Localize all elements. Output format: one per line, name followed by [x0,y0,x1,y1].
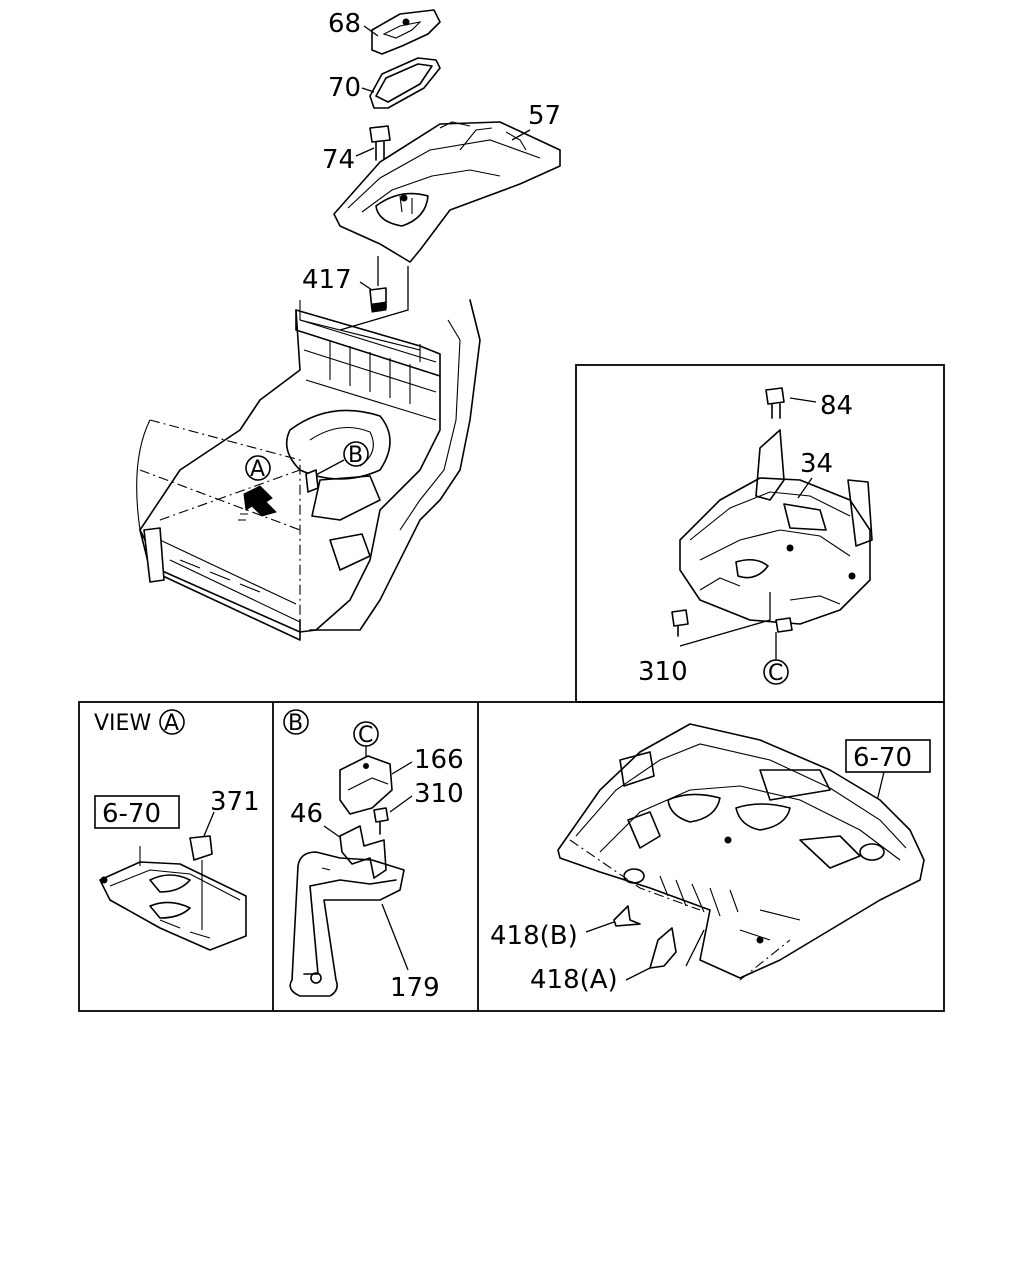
vehicle-floor-assembly [136,299,481,641]
label-417: 417 [302,265,352,295]
view-a-panel: VIEW A 6-70 371 [94,709,260,951]
label-57: 57 [528,101,561,131]
callout-b-panel: B [288,711,303,736]
svg-text:B: B [348,443,363,468]
callout-a-main: A [245,455,271,482]
part-34-bracket [679,429,873,633]
view-a-title: VIEW [94,711,151,736]
svg-text:C: C [768,661,783,686]
label-179: 179 [390,973,440,1003]
part-70-gasket [369,57,441,109]
ref-6-70-right: 6-70 [853,743,912,773]
svg-text:A: A [250,457,265,482]
part-310-screw-right [671,609,689,637]
label-68: 68 [328,9,361,39]
label-74: 74 [322,145,355,175]
label-310-right: 310 [638,657,688,687]
label-70: 70 [328,73,361,103]
callout-b-main: B [343,441,369,468]
label-46: 46 [290,799,323,829]
part-57-floor-panel [333,121,561,263]
ref-6-70-left-box [94,795,180,829]
ref-6-70-left: 6-70 [102,799,161,829]
label-418b: 418(B) [490,921,578,951]
view-a-circle: A [164,711,179,736]
part-84-bolt [765,387,785,419]
label-34: 34 [800,449,833,479]
view-a-arrow [238,485,277,521]
part-417-plug [369,287,387,313]
label-84: 84 [820,391,853,421]
label-418a: 418(A) [530,965,618,995]
part-68-cover [371,9,441,55]
callout-c-right: C [763,659,789,686]
part-74-bolt [369,125,391,161]
label-166: 166 [414,745,464,775]
floor-panel-right: 6-70 418(B) 418(A) [490,723,931,995]
detail-b-panel: B C 166 310 46 179 [283,709,464,1003]
callout-c-panel: C [358,723,373,748]
ref-6-70-right-box [845,739,931,773]
label-310-mid: 310 [414,779,464,809]
bottom-row-frame [78,701,945,1012]
label-371: 371 [210,787,260,817]
